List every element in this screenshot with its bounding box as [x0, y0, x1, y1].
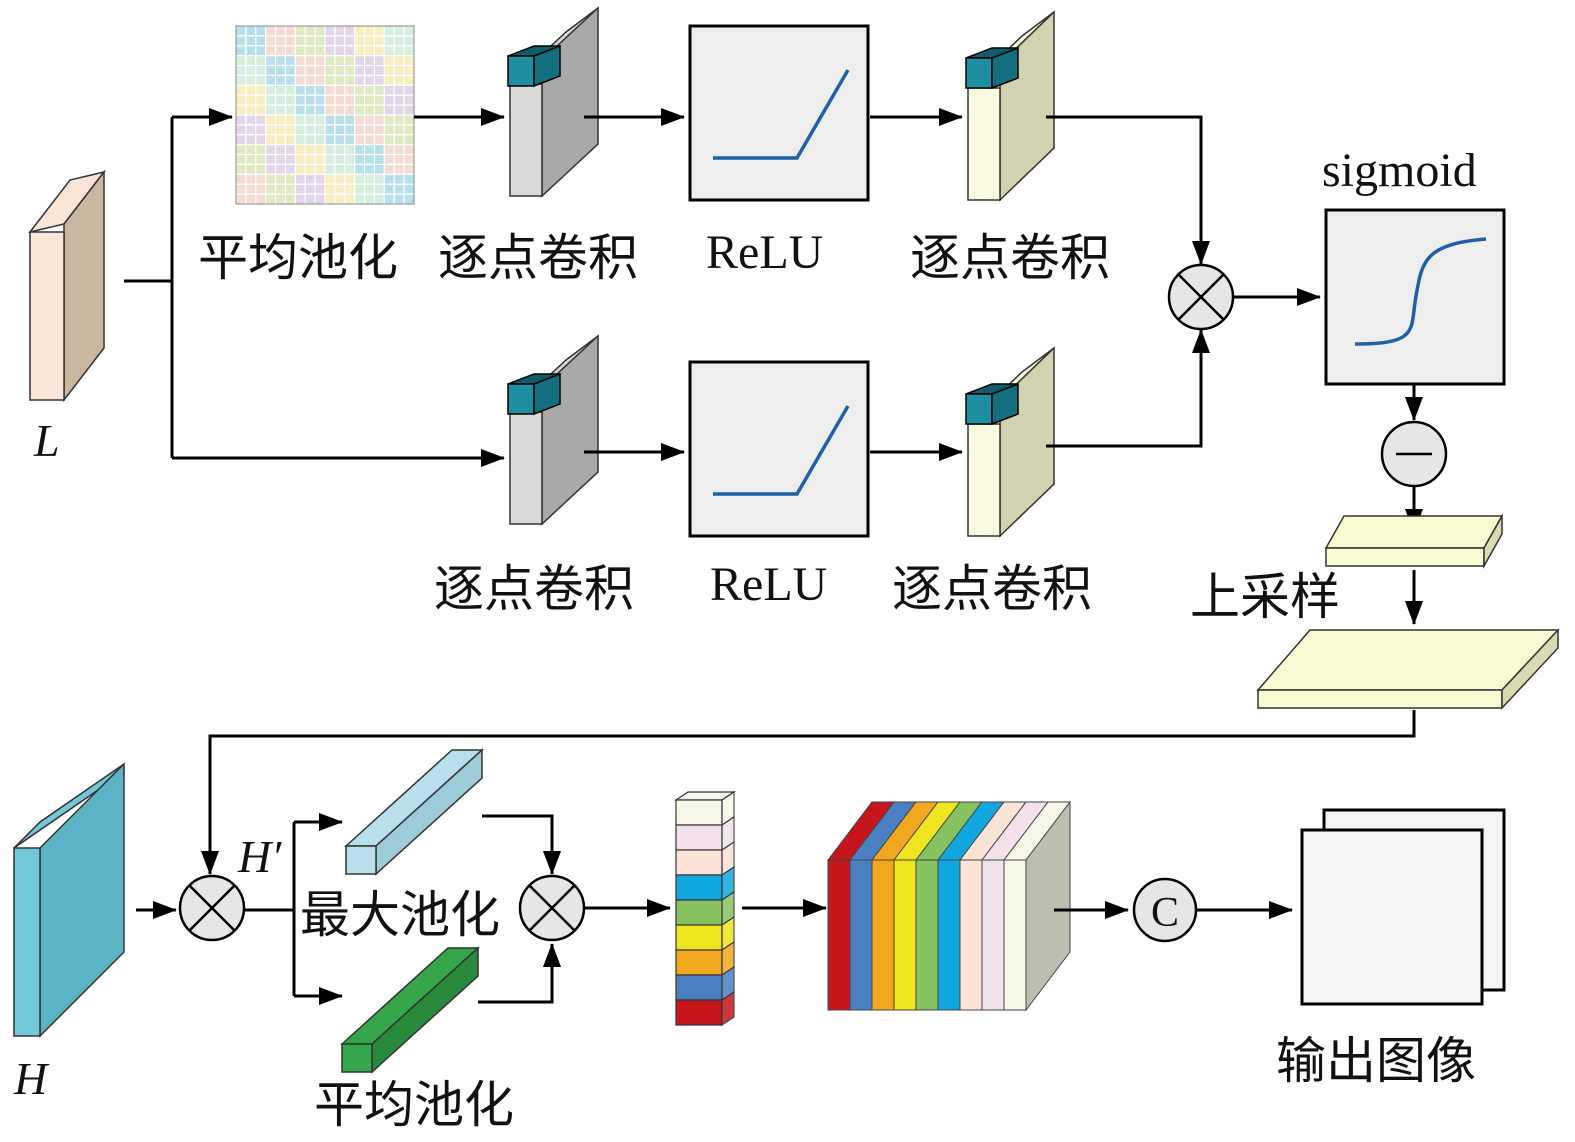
circle-minus-icon [1380, 420, 1448, 488]
top-avg-pool-label: 平均池化 [198, 229, 398, 287]
h-prime-label: H′ [237, 831, 282, 882]
mid-conv1-label: 逐点卷积 [434, 560, 634, 618]
input-l-label: L [33, 415, 60, 466]
input-h-label: H [13, 1053, 50, 1104]
avg-pool-bar [340, 946, 480, 1074]
output-image-label: 输出图像 [1276, 1032, 1476, 1090]
arrow-mid-to-multiply [1046, 329, 1210, 448]
sigmoid-label: sigmoid [1322, 144, 1477, 197]
input-l-feature-map [28, 169, 106, 403]
top-conv2-label: 逐点卷积 [910, 229, 1110, 287]
max-pool-bar [344, 748, 484, 876]
circle-times-icon [518, 874, 586, 942]
output-image-icon [1300, 808, 1506, 1006]
concat-symbol: C [1151, 890, 1179, 936]
channel-weight-stack [674, 790, 736, 1027]
circle-times-icon [1167, 263, 1235, 331]
pooling-split-connectors [244, 813, 343, 1005]
input-h-feature-map [13, 762, 125, 1038]
upsample-label: 上采样 [1190, 568, 1340, 626]
arrow-max-pool-to-multiply [482, 814, 561, 875]
top-relu-label: ReLU [706, 226, 823, 279]
mid-conv2-block [965, 346, 1055, 538]
max-pool-label: 最大池化 [300, 886, 500, 944]
circle-times-icon [178, 874, 246, 942]
avg-pool-grid [235, 25, 415, 205]
circle-c-icon: C [1132, 877, 1198, 943]
top-conv1-label: 逐点卷积 [438, 229, 638, 287]
weighted-feature-block [826, 800, 1072, 1012]
mid-relu-box [688, 360, 870, 538]
bottom-avg-pool-label: 平均池化 [314, 1076, 514, 1134]
top-conv1-block [507, 6, 599, 198]
sigmoid-box [1324, 208, 1506, 386]
small-feature-slab [1324, 513, 1504, 569]
top-conv2-block [965, 10, 1055, 202]
arrow-upsample-to-multiply [201, 710, 1416, 875]
input-l-connectors [124, 108, 505, 467]
arrow-top-to-multiply [1046, 115, 1210, 265]
arrow-avg-pool-to-multiply [478, 943, 561, 1004]
upsampled-feature-slab [1256, 628, 1560, 710]
mid-relu-label: ReLU [710, 558, 827, 611]
mid-conv1-block [507, 334, 599, 526]
top-relu-box [688, 24, 870, 202]
mid-conv2-label: 逐点卷积 [892, 560, 1092, 618]
